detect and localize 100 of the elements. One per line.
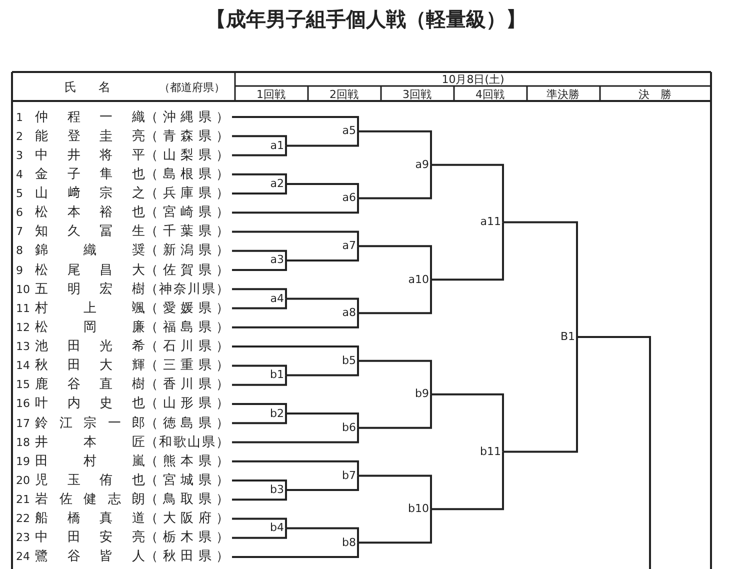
match-number: b2 [270, 406, 286, 420]
player-name: 船橋真道 [35, 510, 145, 528]
entry-number: 20 [16, 472, 30, 488]
match-number: b5 [342, 354, 358, 368]
prefecture-name: （宮崎県） [145, 204, 229, 222]
player-name: 村上颯 [35, 300, 145, 317]
bracket-line [232, 402, 287, 414]
prefecture-name: （徳島県） [145, 414, 229, 432]
match-number: B1 [560, 330, 577, 344]
entry-number: 24 [16, 549, 30, 564]
bracket-line [503, 221, 578, 337]
prefecture-name: （兵庫県） [145, 185, 229, 202]
bracket-line [286, 131, 359, 147]
entry-number: 6 [16, 205, 23, 220]
prefecture-name: （沖縄県） [145, 108, 229, 126]
bracket-line [358, 164, 432, 200]
entry-number: 15 [16, 377, 30, 392]
bracket-line [358, 280, 432, 314]
player-name: 中井将平 [35, 146, 145, 164]
player-name: 池田光希 [35, 338, 145, 356]
entry-number: 16 [16, 396, 30, 412]
prefecture-name: （和歌山県） [145, 434, 229, 451]
player-name: 秋田大輝 [35, 357, 145, 374]
match-number: b10 [408, 502, 431, 516]
prefecture-name: （福島県） [145, 318, 229, 336]
player-name: 鈴江宗一郎 [35, 414, 145, 432]
column-header: 3回戦 [402, 88, 432, 101]
bracket-line [232, 346, 359, 361]
entry-number: 19 [16, 454, 30, 469]
match-number: a1 [270, 138, 286, 153]
player-name: 中田安亮 [35, 529, 145, 546]
bracket-line [431, 164, 504, 222]
entry-number: 21 [16, 492, 30, 508]
bracket-line [358, 509, 432, 544]
bracket-line [232, 542, 359, 558]
page-title: 【成年男子組手個人戦（軽量級）】 [206, 6, 526, 32]
player-name: 松尾昌大 [35, 262, 145, 279]
entry-number: 17 [16, 416, 30, 431]
entry-number: 11 [16, 300, 30, 316]
bracket-line [358, 130, 432, 165]
prefecture-name: （愛媛県） [145, 300, 229, 317]
prefecture-name: （香川県） [145, 376, 229, 394]
bracket-line [577, 336, 651, 569]
column-header: 決 勝 [638, 88, 672, 101]
player-name: 錦織奨 [35, 242, 145, 260]
player-name: 山﨑宗之 [35, 185, 145, 202]
bracket-line [431, 222, 504, 281]
entry-number: 8 [16, 243, 23, 258]
column-header: 4回戦 [476, 88, 504, 101]
match-number: a6 [342, 191, 358, 206]
bracket-line [286, 360, 359, 376]
bracket-line [232, 288, 287, 299]
entry-number: 13 [16, 339, 30, 354]
bracket-line [286, 182, 359, 198]
bracket-line [232, 528, 287, 539]
entry-number: 18 [16, 434, 30, 450]
column-header: 準決勝 [546, 88, 580, 101]
bracket-line [358, 394, 432, 429]
entry-number: 12 [16, 320, 30, 335]
bracket-line [431, 393, 504, 452]
bracket-line [286, 527, 359, 543]
prefecture-name: （熊本県） [145, 452, 229, 470]
entry-number: 7 [16, 224, 23, 240]
match-number: a7 [342, 239, 358, 254]
prefecture-name: （栃木県） [145, 529, 229, 546]
entry-number: 2 [16, 128, 23, 144]
bracket-line [232, 173, 287, 184]
bracket-line [232, 260, 287, 272]
bracket-line [232, 250, 287, 260]
prefecture-name: （千葉県） [145, 223, 229, 240]
player-name: 五明宏樹 [35, 280, 145, 298]
bracket-line [232, 184, 287, 195]
player-name: 松岡廉 [35, 318, 145, 336]
bracket-line [232, 313, 359, 328]
entry-number: 22 [16, 511, 30, 526]
prefecture-name: （山梨県） [145, 146, 229, 164]
match-number: b8 [342, 536, 358, 550]
match-number: b6 [342, 420, 358, 435]
bracket-line [431, 452, 504, 510]
column-header: （都道府県） [159, 81, 225, 94]
prefecture-name: （三重県） [145, 357, 229, 374]
match-number: b3 [270, 483, 286, 498]
match-number: a11 [480, 215, 503, 230]
entry-number: 3 [16, 148, 23, 163]
prefecture-name: （新潟県） [145, 242, 229, 260]
bracket-line [232, 414, 287, 424]
player-name: 鹿谷直樹 [35, 376, 145, 394]
match-number: a2 [270, 176, 286, 191]
bracket-line [358, 245, 432, 280]
bracket-line [232, 146, 287, 156]
player-name: 知久冨生 [35, 223, 145, 240]
prefecture-name: （青森県） [145, 128, 229, 145]
match-number: b11 [480, 444, 503, 459]
match-number: a4 [270, 292, 286, 306]
prefecture-name: （山形県） [145, 395, 229, 412]
match-number: a9 [415, 158, 431, 172]
match-number: a10 [408, 272, 431, 287]
bracket-line [232, 375, 287, 386]
bracket-line [232, 364, 287, 376]
player-name: 仲程一織 [35, 108, 145, 126]
